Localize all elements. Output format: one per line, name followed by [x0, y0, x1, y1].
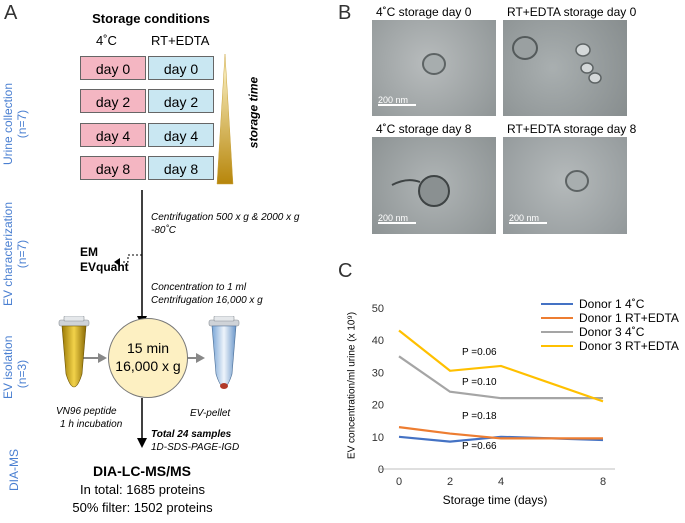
legend-swatch — [541, 317, 573, 319]
day-box-4c-2: day 2 — [80, 89, 146, 113]
y-tick-label: 40 — [372, 335, 384, 347]
day-box-rt-4: day 4 — [148, 123, 214, 147]
y-axis-label: EV concentration/ml urine (x 10⁹) — [346, 311, 358, 460]
vn96-peptide-label: VN96 peptide — [56, 406, 117, 417]
em-label: EM — [80, 245, 98, 259]
panel-letter-a: A — [4, 2, 18, 24]
x-tick-label: 0 — [396, 476, 402, 488]
series-line-2 — [398, 355, 603, 400]
day-box-rt-0: day 0 — [148, 56, 214, 80]
em-label-4c-day8: 4˚C storage day 8 — [376, 122, 472, 136]
scale-label: 200 nm — [378, 213, 409, 223]
storage-time-wedge — [216, 53, 234, 185]
series-line-3 — [398, 329, 604, 403]
total-samples-label: Total 24 samples — [151, 429, 232, 440]
incubation-label: 1 h incubation — [60, 419, 123, 430]
em-image-rt-day0 — [503, 20, 627, 116]
scale-label: 200 nm — [378, 95, 409, 105]
p-value-annotation: P =0.10 — [462, 377, 497, 388]
legend-swatch — [541, 331, 573, 333]
y-tick-label: 0 — [378, 464, 384, 476]
day-box-rt-8: day 8 — [148, 156, 214, 180]
scale-label: 200 nm — [509, 213, 540, 223]
y-tick-label: 10 — [372, 432, 384, 444]
x-tick-label: 2 — [447, 476, 453, 488]
centrifugation-step-1: Centrifugation 500 x g & 2000 x g — [151, 212, 300, 223]
day-box-4c-4: day 4 — [80, 123, 146, 147]
col-header-rt-edta: RT+EDTA — [151, 33, 210, 48]
em-label-4c-day0: 4˚C storage day 0 — [376, 5, 472, 19]
em-image-4c-day0: 200 nm — [372, 20, 496, 116]
p-value-annotation: P =0.66 — [462, 441, 497, 452]
em-label-rt-day0: RT+EDTA storage day 0 — [507, 5, 637, 19]
em-image-4c-day8: 200 nm — [372, 137, 496, 234]
legend-label: Donor 3 RT+EDTA — [579, 339, 679, 353]
legend-label: Donor 1 4˚C — [579, 297, 645, 311]
x-tick-label: 8 — [600, 476, 606, 488]
storage-conditions-title: Storage conditions — [92, 11, 210, 26]
em-label-rt-day8: RT+EDTA storage day 8 — [507, 122, 637, 136]
day-box-4c-8: day 8 — [80, 156, 146, 180]
panel-letter-b: B — [338, 2, 352, 24]
col-header-4c: 4˚C — [96, 33, 117, 48]
dia-lc-ms-title: DIA-LC-MS/MS — [93, 463, 191, 479]
filtered-proteins: 50% filter: 1502 proteins — [72, 500, 213, 515]
total-proteins: In total: 1685 proteins — [79, 482, 206, 497]
legend-swatch — [541, 303, 573, 305]
ev-pellet-tube-icon — [208, 316, 240, 389]
series-line-1 — [398, 426, 603, 440]
centrifuge-circle — [108, 318, 188, 398]
vn96-tube-icon — [58, 316, 90, 388]
centrifugation-step-2: Centrifugation 16,000 x g — [151, 295, 263, 306]
concentration-step: Concentration to 1 ml — [151, 282, 247, 293]
ev-pellet-label: EV-pellet — [190, 408, 231, 419]
panel-letter-c: C — [338, 260, 353, 282]
y-tick-label: 20 — [372, 400, 384, 412]
circle-force: 16,000 x g — [115, 358, 181, 374]
p-value-annotation: P =0.06 — [462, 347, 497, 358]
sds-page-label: 1D-SDS-PAGE-IGD — [151, 442, 240, 453]
legend-label: Donor 3 4˚C — [579, 325, 645, 339]
circle-time: 15 min — [126, 340, 170, 356]
freeze-temperature: -80˚C — [151, 225, 177, 236]
x-tick-label: 4 — [498, 476, 504, 488]
em-image-rt-day8: 200 nm — [503, 137, 627, 234]
legend-label: Donor 1 RT+EDTA — [579, 311, 679, 325]
day-box-rt-2: day 2 — [148, 89, 214, 113]
y-tick-label: 50 — [372, 303, 384, 315]
p-value-annotation: P =0.18 — [462, 411, 497, 422]
evquant-label: EVquant — [80, 260, 129, 274]
x-axis-label: Storage time (days) — [442, 493, 548, 507]
y-tick-label: 30 — [372, 367, 384, 379]
day-box-4c-0: day 0 — [80, 56, 146, 80]
legend-swatch — [541, 345, 573, 347]
